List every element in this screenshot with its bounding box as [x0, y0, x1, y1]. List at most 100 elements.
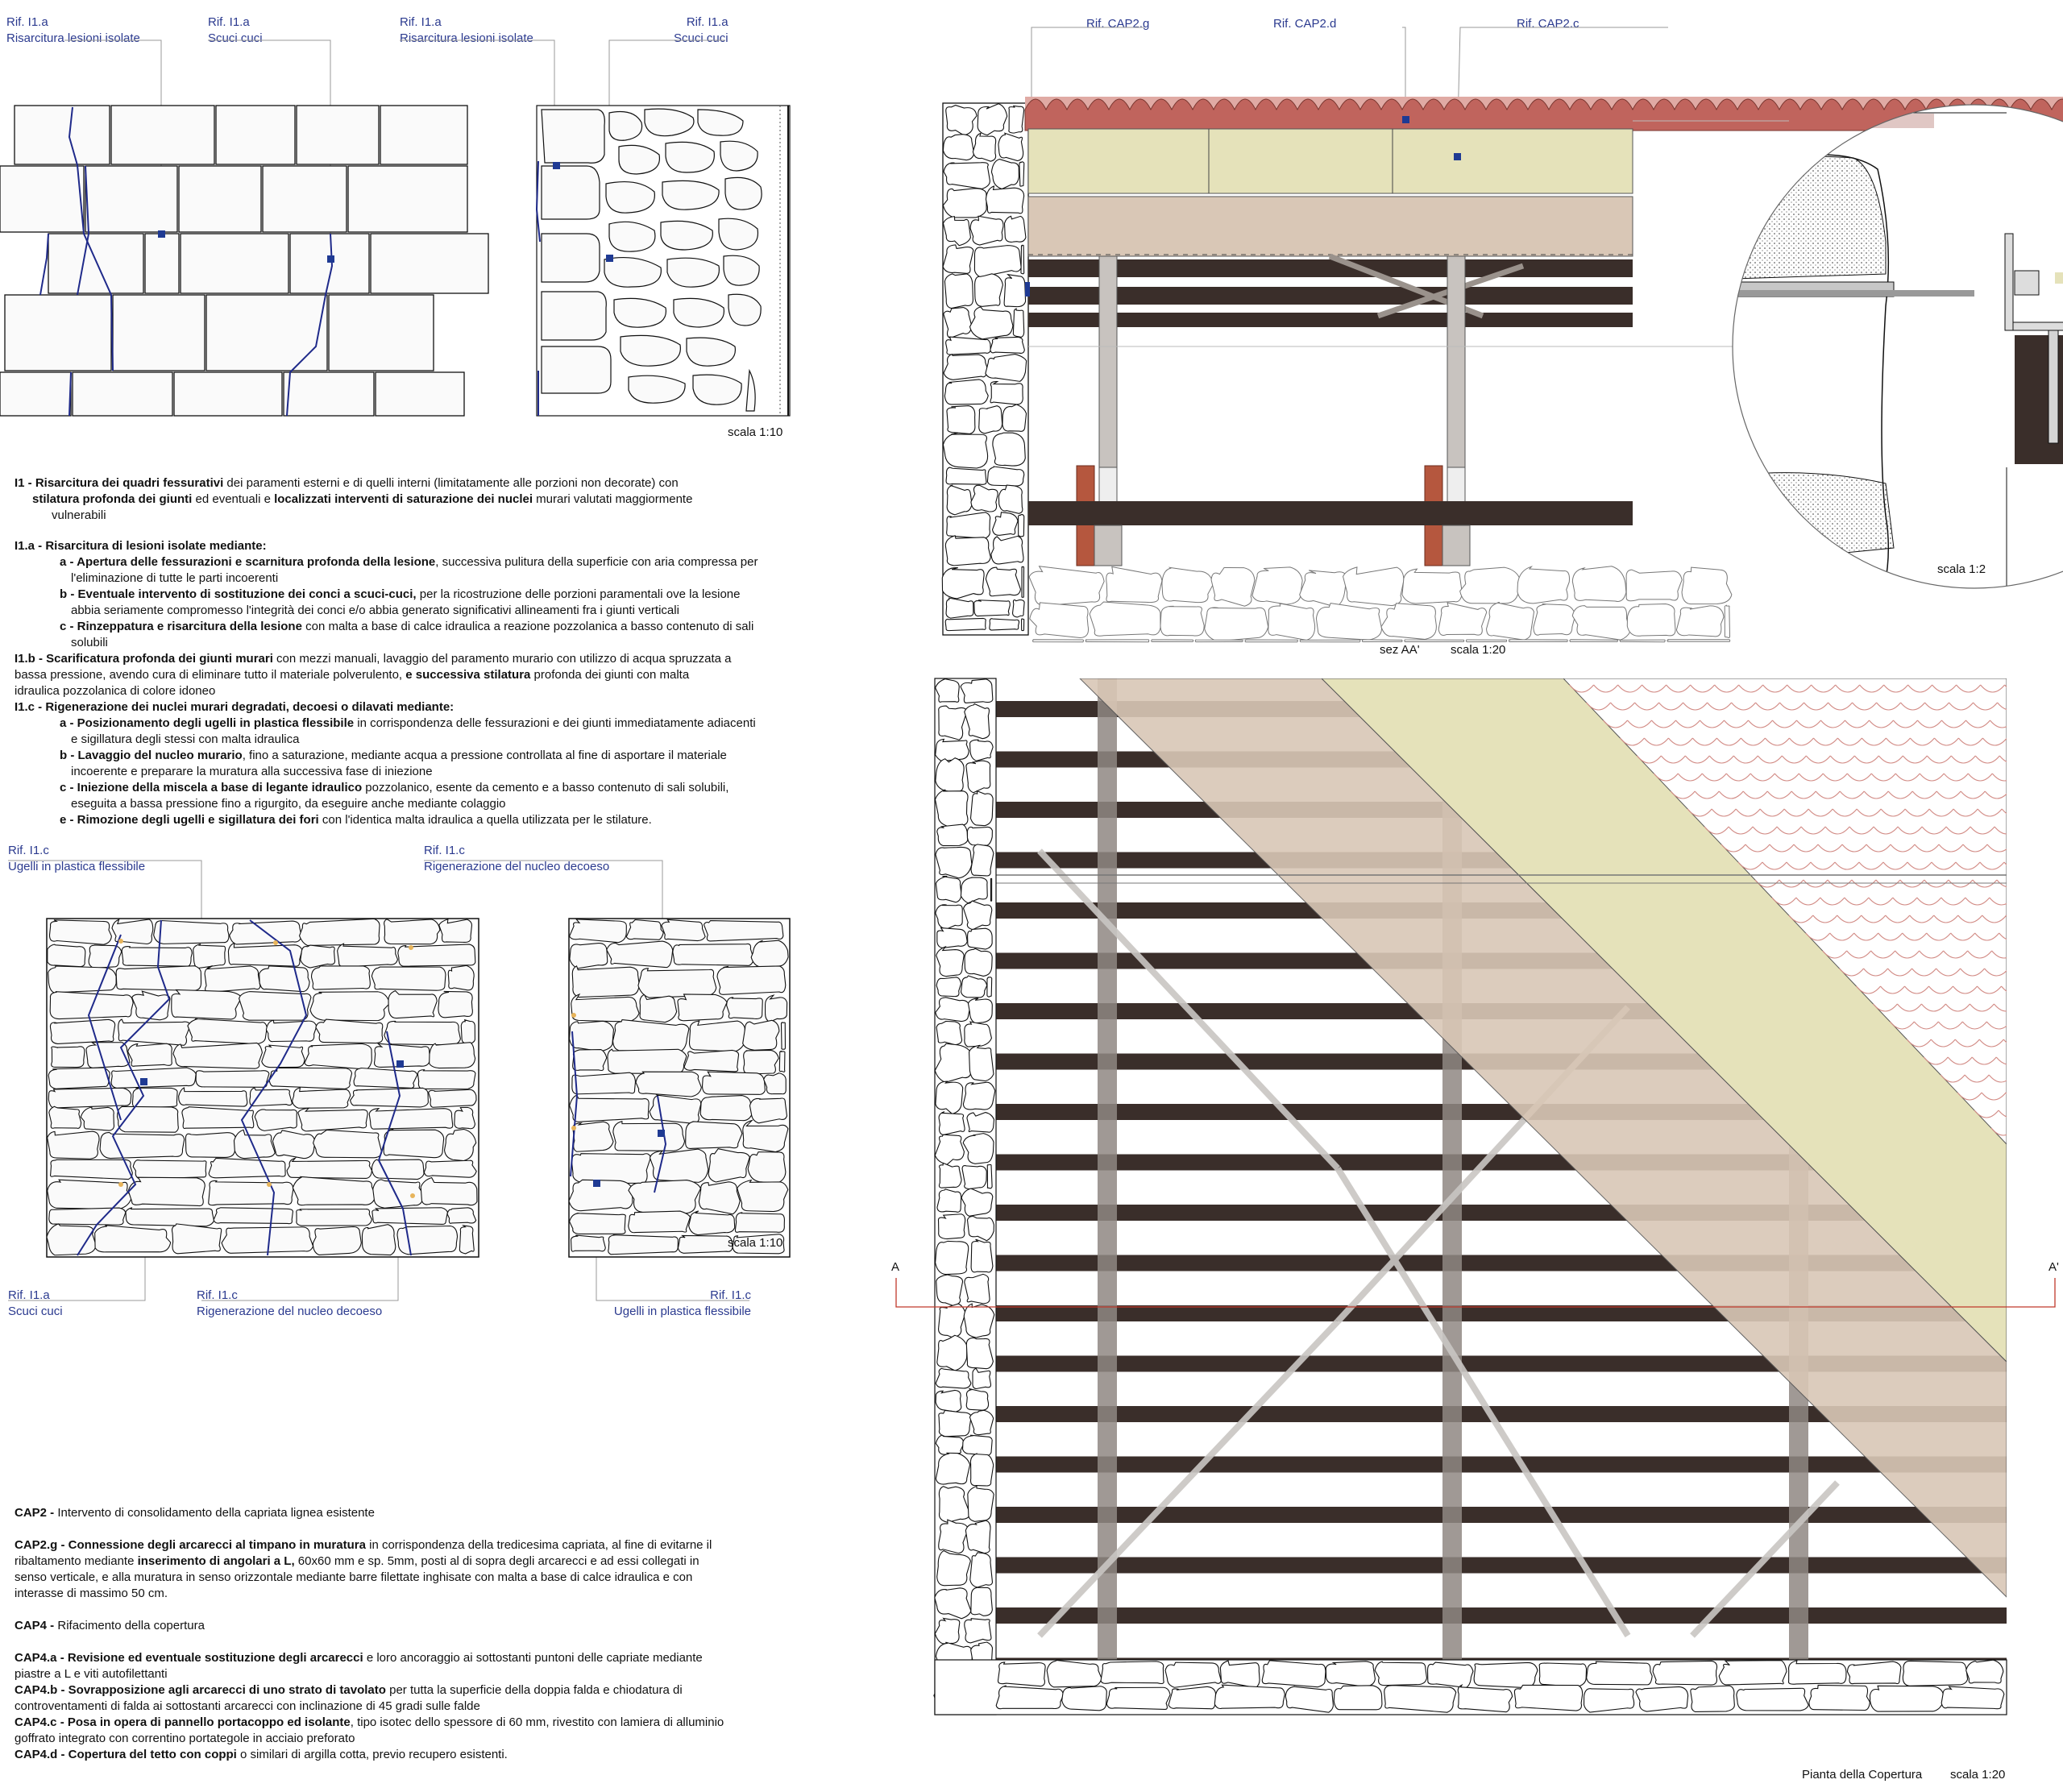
stone: [1106, 566, 1163, 604]
stone: [1061, 1686, 1107, 1711]
stone: [942, 432, 989, 469]
scale-label-2: scala 1:10: [728, 1236, 783, 1250]
roof-tile: [1861, 915, 1887, 923]
stone: [297, 1107, 368, 1132]
stone: [568, 1020, 615, 1052]
section-scale-label: scala 1:20: [1451, 643, 1506, 657]
stone: [1204, 607, 1269, 642]
stone: [1214, 1684, 1285, 1710]
roof-tile: [1893, 720, 1918, 728]
stone: [1008, 105, 1025, 134]
roof-tile: [2003, 861, 2007, 865]
stone: [936, 1020, 963, 1046]
stone: [195, 1070, 270, 1088]
roof-tile: [1754, 879, 1780, 888]
stone: [946, 484, 973, 516]
stone: [974, 273, 1003, 307]
stone: [990, 336, 1025, 354]
stone: [969, 1044, 994, 1082]
stone: [943, 306, 973, 339]
stone: [964, 703, 990, 740]
roof-tile: [1691, 737, 1717, 746]
roof-tile: [1953, 808, 1978, 817]
roof-tile: [1878, 932, 1903, 941]
stone: [944, 535, 991, 566]
roof-tile: [1950, 932, 1976, 941]
roof-tile: [1858, 861, 1884, 870]
roof-tile: [1757, 755, 1783, 764]
stone: [1028, 566, 1105, 607]
roof-tile: [1957, 737, 1983, 746]
stone: [742, 1119, 789, 1153]
stone: [683, 1049, 740, 1072]
roof-tile: [1634, 702, 1659, 711]
stone: [372, 1207, 448, 1226]
stone: [153, 919, 230, 944]
roof-tile: [1965, 720, 1990, 728]
stone: [1517, 566, 1570, 604]
roof-tile: [1791, 790, 1816, 799]
roof-tile: [1921, 826, 1947, 835]
roof-tile: [1707, 702, 1732, 711]
purlin: [991, 1355, 2007, 1372]
stone: [708, 1148, 750, 1183]
roof-tile: [1724, 720, 1749, 728]
roof-tile: [1986, 844, 2007, 852]
stone: [750, 940, 789, 968]
stone: [942, 188, 987, 218]
stone: [1100, 1661, 1164, 1685]
stone: [1002, 404, 1027, 432]
stone: [1808, 1684, 1870, 1711]
stone: [1513, 1684, 1584, 1711]
roof-tile: [1711, 808, 1737, 817]
stone: [962, 1081, 996, 1110]
stone: [368, 1108, 454, 1130]
ref-code: Rif. I1.a: [400, 15, 442, 29]
stone: [698, 1181, 741, 1215]
roof-tile: [1926, 755, 1952, 764]
roof-tile: [1737, 861, 1763, 870]
roof-tile: [1769, 844, 1795, 852]
stone: [936, 945, 965, 977]
roof-tile: [1700, 720, 1725, 728]
stone: [934, 789, 969, 828]
roof-tile: [1917, 720, 1942, 728]
stone: [970, 844, 994, 877]
stone: [1019, 161, 1025, 187]
stone: [935, 1240, 969, 1276]
roof-tile: [1735, 808, 1761, 817]
stone: [997, 1661, 1046, 1687]
ref-cap2d: Rif. CAP2.d: [1273, 17, 1337, 31]
roof-tile: [1764, 737, 1790, 746]
stone: [945, 104, 978, 136]
stone: [349, 1087, 429, 1108]
stone: [985, 566, 1022, 597]
roof-tile: [1887, 790, 1913, 799]
stone: [296, 1209, 373, 1226]
roof-tile: [1965, 897, 1990, 906]
roof-tile: [1708, 755, 1734, 764]
stone: [48, 1207, 127, 1226]
stone: [743, 1049, 779, 1075]
stone: [967, 998, 993, 1024]
roof-tile: [1787, 684, 1812, 693]
roof-tile: [1913, 1021, 1939, 1030]
stone: [99, 1132, 185, 1159]
roof-tile: [1822, 773, 1848, 782]
roof-tile: [1870, 773, 1896, 782]
roof-tile: [1863, 790, 1889, 799]
roof-tile: [1745, 844, 1770, 852]
roof-tile: [1919, 773, 1945, 782]
stone: [934, 1043, 973, 1083]
ref-code: Rif. I1.c: [424, 844, 465, 857]
stone: [998, 484, 1023, 514]
stone: [315, 1018, 384, 1044]
roof-tile: [1870, 950, 1896, 959]
roof-tile: [1943, 773, 1969, 782]
roof-tile: [1800, 826, 1826, 835]
stone: [204, 964, 261, 993]
roof-tile: [1878, 755, 1903, 764]
roof-tile: [1956, 684, 1982, 693]
roof-tile: [1873, 1003, 1898, 1012]
plan-label: Pianta della Copertura: [1802, 1768, 1923, 1782]
